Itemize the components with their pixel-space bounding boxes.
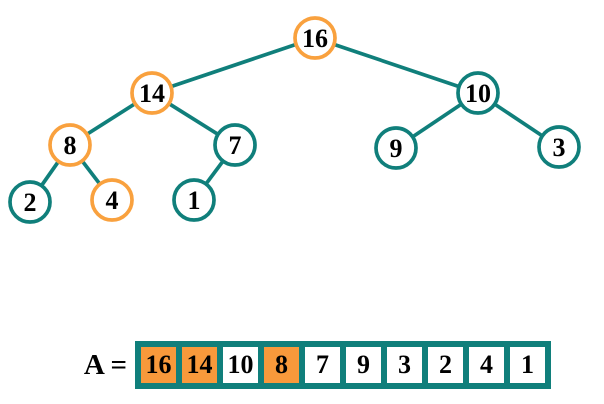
tree-node-value-16: 16 (302, 24, 328, 53)
tree-node-value-1: 1 (188, 186, 201, 215)
array-cell-14: 14 (179, 344, 220, 386)
tree-edge (151, 36, 316, 95)
tree-node-8 (48, 123, 92, 167)
tree-node-value-7: 7 (229, 131, 242, 160)
tree-node-9 (374, 126, 418, 170)
tree-node-value-10: 10 (465, 79, 491, 108)
array-cell-2: 2 (425, 344, 466, 386)
tree-node-value-9: 9 (390, 134, 403, 163)
tree-node-14 (130, 71, 174, 115)
array-label: A = (83, 349, 127, 381)
tree-edge (314, 36, 479, 95)
array-cell-9: 9 (343, 344, 384, 386)
tree-node-7 (213, 123, 257, 167)
tree-node-value-2: 2 (24, 188, 37, 217)
tree-node-10 (456, 71, 500, 115)
array-cell-16: 16 (138, 344, 179, 386)
tree-node-value-4: 4 (106, 186, 119, 215)
tree-node-4 (90, 178, 134, 222)
array-cell-8: 8 (261, 344, 302, 386)
tree-node-1 (172, 178, 216, 222)
array-cell-4: 4 (466, 344, 507, 386)
array-cell-1: 1 (507, 344, 548, 386)
tree-node-value-14: 14 (139, 79, 165, 108)
array-cell-10: 10 (220, 344, 261, 386)
array-cell-3: 3 (384, 344, 425, 386)
tree-node-3 (537, 125, 581, 169)
tree-node-value-8: 8 (64, 131, 77, 160)
tree-node-value-3: 3 (553, 133, 566, 162)
heap-tree: 16 14 10 8 7 9 3 2 4 1 (8, 16, 581, 224)
tree-node-16 (293, 16, 337, 60)
tree-node-2 (8, 180, 52, 224)
array-cell-7: 7 (302, 344, 343, 386)
